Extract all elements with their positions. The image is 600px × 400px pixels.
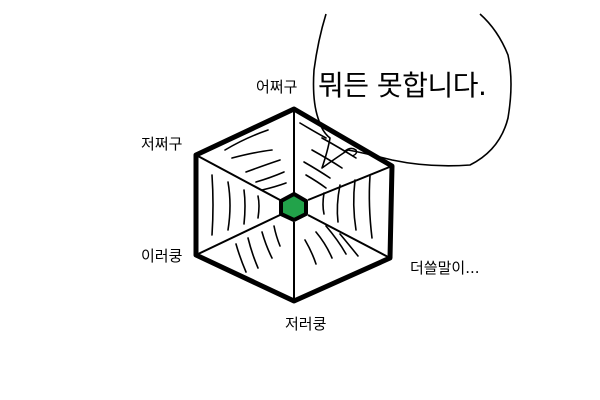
axis-label-upper-left: 저쩌구 bbox=[141, 135, 183, 153]
radar-center-hexagon bbox=[279, 192, 308, 222]
radar-spokes bbox=[195, 109, 393, 301]
axis-label-top: 어쩌구 bbox=[256, 78, 298, 96]
axis-label-lower-left: 이러쿵 bbox=[141, 247, 183, 265]
speech-bubble-squiggle bbox=[343, 147, 358, 157]
speech-bubble-outline bbox=[312, 13, 512, 169]
axis-label-bottom: 저러쿵 bbox=[285, 315, 327, 333]
radar-hatching bbox=[211, 122, 373, 273]
speech-bubble-text: 뭐든 못합니다. bbox=[318, 69, 487, 102]
axis-label-lower-right: 더쓸말이... bbox=[410, 259, 480, 277]
